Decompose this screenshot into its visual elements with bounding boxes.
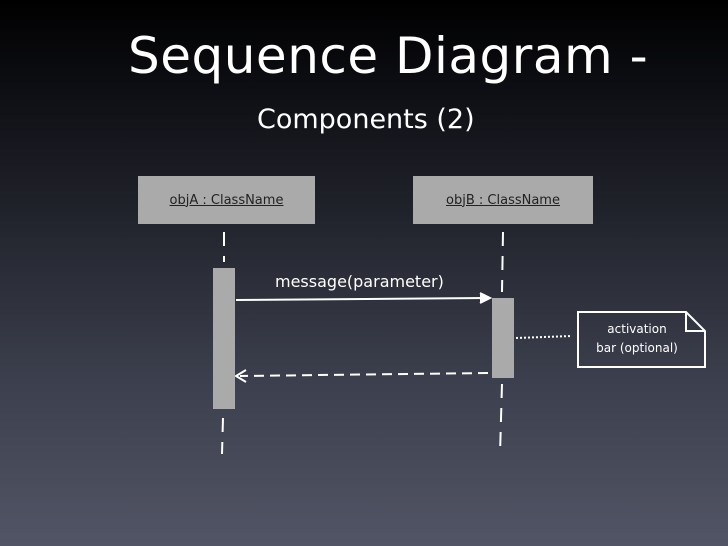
note-line-2: bar (optional)	[596, 341, 678, 355]
note-shape	[577, 311, 706, 368]
message-label: message(parameter)	[275, 272, 444, 291]
return-arrow	[234, 369, 489, 383]
lifeline-box-obja: objA : ClassName	[138, 176, 315, 224]
lifeline-box-objb: objB : ClassName	[413, 176, 593, 224]
activation-bar-objb	[492, 298, 514, 378]
slide-title: Sequence Diagram -	[128, 27, 649, 85]
note-line-1: activation	[607, 322, 667, 336]
message-arrow	[235, 292, 493, 304]
note-text: activation bar (optional)	[578, 320, 696, 358]
lifeline-a-dashed-line	[221, 232, 225, 455]
note-connector-dotted-line	[515, 335, 573, 339]
lifeline-b-dashed-line	[499, 231, 504, 455]
lifeline-label-objb: objB : ClassName	[446, 192, 560, 208]
lifeline-label-obja: objA : ClassName	[169, 192, 284, 208]
slide-subtitle: Components (2)	[257, 104, 475, 135]
activation-bar-obja	[213, 268, 235, 409]
